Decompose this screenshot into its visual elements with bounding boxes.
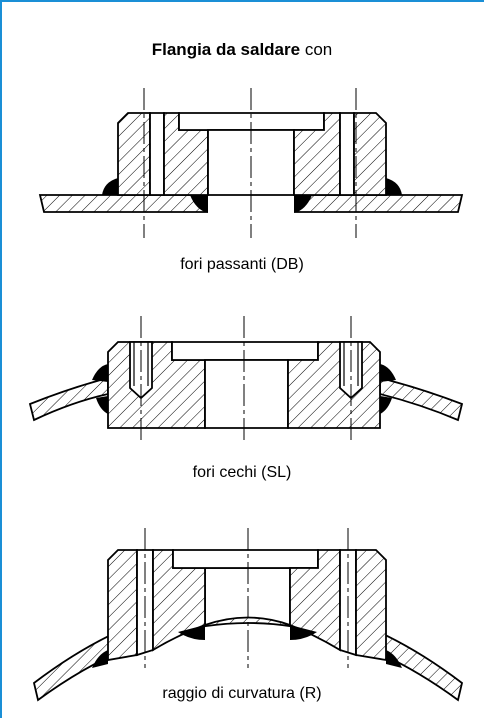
weld-outer-left xyxy=(102,178,118,195)
weld-outer-right xyxy=(386,650,402,668)
bolt-hole-left xyxy=(149,112,165,196)
recess xyxy=(171,341,319,361)
ring-outer-left xyxy=(117,112,151,196)
ring-outer-right xyxy=(353,112,387,196)
title-rest: con xyxy=(300,40,333,59)
figure-blind-holes xyxy=(28,316,464,440)
weld-inner-right xyxy=(290,625,317,640)
weld-outer-right xyxy=(386,178,402,195)
plate-right xyxy=(294,194,464,213)
weld-right-bottom xyxy=(380,396,392,414)
caption-blind-holes: fori cechi (SL) xyxy=(192,464,292,481)
plate-curved-right xyxy=(379,376,464,422)
title-bold: Flangia da saldare xyxy=(151,40,301,59)
plate-left xyxy=(38,194,208,213)
weld-left-top xyxy=(92,364,108,382)
caption-curvature-radius: raggio di curvatura (R) xyxy=(162,685,322,702)
plate-curved-left xyxy=(28,376,109,422)
weld-inner-right xyxy=(294,195,312,213)
diagram-title: Flangia da saldare con xyxy=(0,40,484,60)
weld-left-bottom xyxy=(96,396,108,414)
bolt-hole-right xyxy=(339,112,355,196)
caption-through-holes: fori passanti (DB) xyxy=(180,256,304,273)
ring-outer-right xyxy=(355,549,387,662)
figure-curvature-radius xyxy=(32,528,464,702)
weld-inner-left xyxy=(178,625,205,640)
figure-through-holes xyxy=(38,88,464,238)
weld-outer-left xyxy=(92,650,108,668)
weld-right-top xyxy=(380,364,396,382)
recess xyxy=(172,549,319,569)
ring-outer-left xyxy=(107,549,138,662)
bore xyxy=(204,359,289,429)
weld-inner-left xyxy=(190,195,208,213)
